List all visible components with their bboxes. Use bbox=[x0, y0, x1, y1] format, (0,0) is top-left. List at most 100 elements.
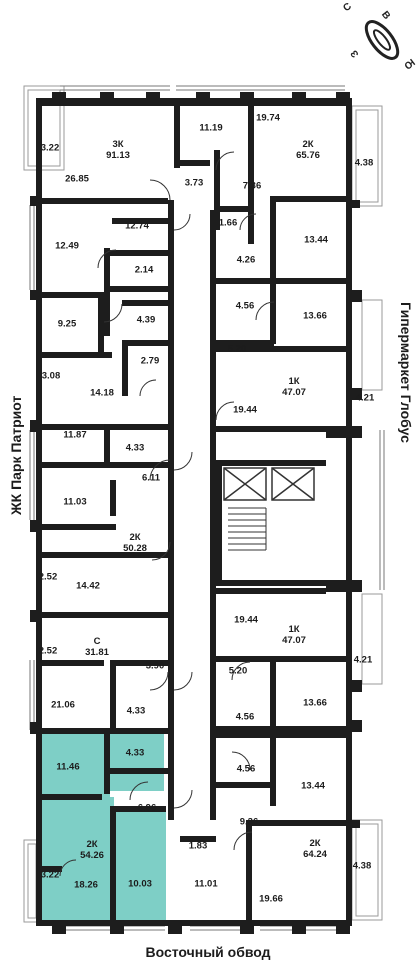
room-area: 11.19 bbox=[199, 122, 223, 134]
room-label-3-08: 3.08 bbox=[42, 371, 61, 382]
room-label-11-46: 11.46 bbox=[56, 762, 79, 773]
room-label-4-38-bot: 4.38 bbox=[353, 861, 372, 872]
room-label-11-03: 11.03 bbox=[63, 497, 86, 508]
room-area: 50.28 bbox=[123, 543, 147, 554]
room-type: 2К bbox=[129, 532, 141, 543]
room-area: 6.96 bbox=[137, 802, 157, 814]
room-area: 5.20 bbox=[227, 343, 247, 355]
room-area: 11.01 bbox=[194, 878, 218, 890]
street-label: Восточный обвод bbox=[145, 944, 271, 960]
room-area: 13.44 bbox=[304, 234, 328, 246]
room-area: 5.20 bbox=[228, 665, 248, 677]
room-label-13-66-a: 13.66 bbox=[303, 311, 327, 322]
room-type: 1К bbox=[288, 624, 300, 635]
room-label-19-66: 19.66 bbox=[259, 894, 283, 905]
room-area: 4.39 bbox=[136, 314, 156, 326]
room-area: 19.44 bbox=[234, 614, 258, 626]
room-area: 14.18 bbox=[90, 387, 114, 399]
room-label-26-85: 26.85 bbox=[65, 174, 89, 185]
room-area: 47.07 bbox=[282, 387, 306, 398]
stairs bbox=[228, 507, 267, 551]
room-label-11-87: 11.87 bbox=[63, 430, 86, 441]
room-label-19-74: 19.74 bbox=[256, 113, 280, 124]
room-label-4-21-b: 4.21 bbox=[354, 655, 373, 666]
room-area: 13.66 bbox=[303, 697, 327, 709]
room-label-9-36: 9.36 bbox=[240, 817, 259, 828]
room-label-1-66: 1.66 bbox=[219, 218, 238, 229]
room-label-2-52-b: 2.52 bbox=[39, 646, 58, 657]
room-area: 2.52 bbox=[38, 571, 58, 583]
room-label-12-74: 12.74 bbox=[125, 221, 149, 232]
room-area: 4.56 bbox=[236, 763, 256, 775]
room-area: 2.52 bbox=[38, 645, 58, 657]
highlighted-apartment[interactable] bbox=[38, 733, 166, 923]
room-label-4-56-a: 4.56 bbox=[236, 301, 255, 312]
room-area: 4.56 bbox=[235, 300, 255, 312]
right-neighbor-label: Гипермаркет Глобус bbox=[398, 302, 414, 443]
room-area: 14.42 bbox=[76, 580, 100, 592]
room-area: 11.87 bbox=[63, 429, 87, 441]
room-area: 4.21 bbox=[355, 392, 375, 404]
room-label-3-90: 3.90 bbox=[146, 661, 165, 672]
room-label-6-96: 6.96 bbox=[138, 803, 157, 814]
room-label-9-25: 9.25 bbox=[58, 319, 77, 330]
room-label-4-21-a: 4.21 bbox=[356, 393, 375, 404]
room-label-18-26: 18.26 bbox=[74, 880, 98, 891]
room-area: 2.14 bbox=[134, 264, 154, 276]
room-label-13-44-a: 13.44 bbox=[304, 235, 328, 246]
room-area: 19.74 bbox=[256, 112, 280, 124]
room-label-4-33-b: 4.33 bbox=[127, 706, 146, 717]
room-area: 7.36 bbox=[242, 180, 262, 192]
room-area: 1.66 bbox=[218, 217, 238, 229]
room-area: 65.76 bbox=[296, 150, 320, 161]
room-label-4-33-c: 4.33 bbox=[126, 748, 145, 759]
room-area: 4.56 bbox=[235, 711, 255, 723]
room-label-14-18: 14.18 bbox=[90, 388, 114, 399]
room-label-3-73: 3.73 bbox=[185, 178, 204, 189]
room-area: 3.90 bbox=[145, 660, 165, 672]
room-label-5-20-b: 5.20 bbox=[229, 666, 248, 677]
room-area: 3.08 bbox=[41, 370, 61, 382]
walls bbox=[30, 92, 362, 934]
room-area: 18.26 bbox=[74, 879, 98, 891]
room-type: 1К bbox=[288, 376, 300, 387]
room-label-11-01: 11.01 bbox=[194, 879, 217, 890]
room-area: 13.66 bbox=[303, 310, 327, 322]
room-area: 19.44 bbox=[233, 404, 257, 416]
room-type: 3К bbox=[112, 139, 124, 150]
doors bbox=[59, 151, 275, 877]
room-area: 4.33 bbox=[126, 705, 146, 717]
room-area: 3.22 bbox=[40, 869, 60, 881]
room-label-4-56-b: 4.56 bbox=[236, 712, 255, 723]
room-label-13-44-b: 13.44 bbox=[301, 781, 325, 792]
elevators bbox=[223, 467, 315, 501]
room-area: 21.06 bbox=[51, 699, 75, 711]
room-area: 9.25 bbox=[57, 318, 77, 330]
room-label-2-52-a: 2.52 bbox=[39, 572, 58, 583]
compass-rose bbox=[364, 20, 400, 60]
room-label-3-22-top: 3.22 bbox=[41, 143, 60, 154]
room-label-4-56-c: 4.56 bbox=[237, 764, 256, 775]
room-area: 4.38 bbox=[352, 860, 372, 872]
room-area: 9.36 bbox=[239, 816, 259, 828]
room-area: 26.85 bbox=[65, 173, 89, 185]
room-area: 3.22 bbox=[40, 142, 60, 154]
room-area: 10.03 bbox=[128, 878, 152, 890]
room-label-1-83: 1.83 bbox=[189, 841, 208, 852]
room-label-14-42: 14.42 bbox=[76, 581, 100, 592]
room-label-12-49: 12.49 bbox=[55, 241, 79, 252]
room-label-4-39: 4.39 bbox=[137, 315, 156, 326]
room-area: 31.81 bbox=[85, 647, 109, 658]
room-area: 12.74 bbox=[125, 220, 149, 232]
room-area: 64.24 bbox=[303, 849, 327, 860]
room-area: 4.38 bbox=[354, 157, 374, 169]
room-type: 2К bbox=[86, 839, 98, 850]
